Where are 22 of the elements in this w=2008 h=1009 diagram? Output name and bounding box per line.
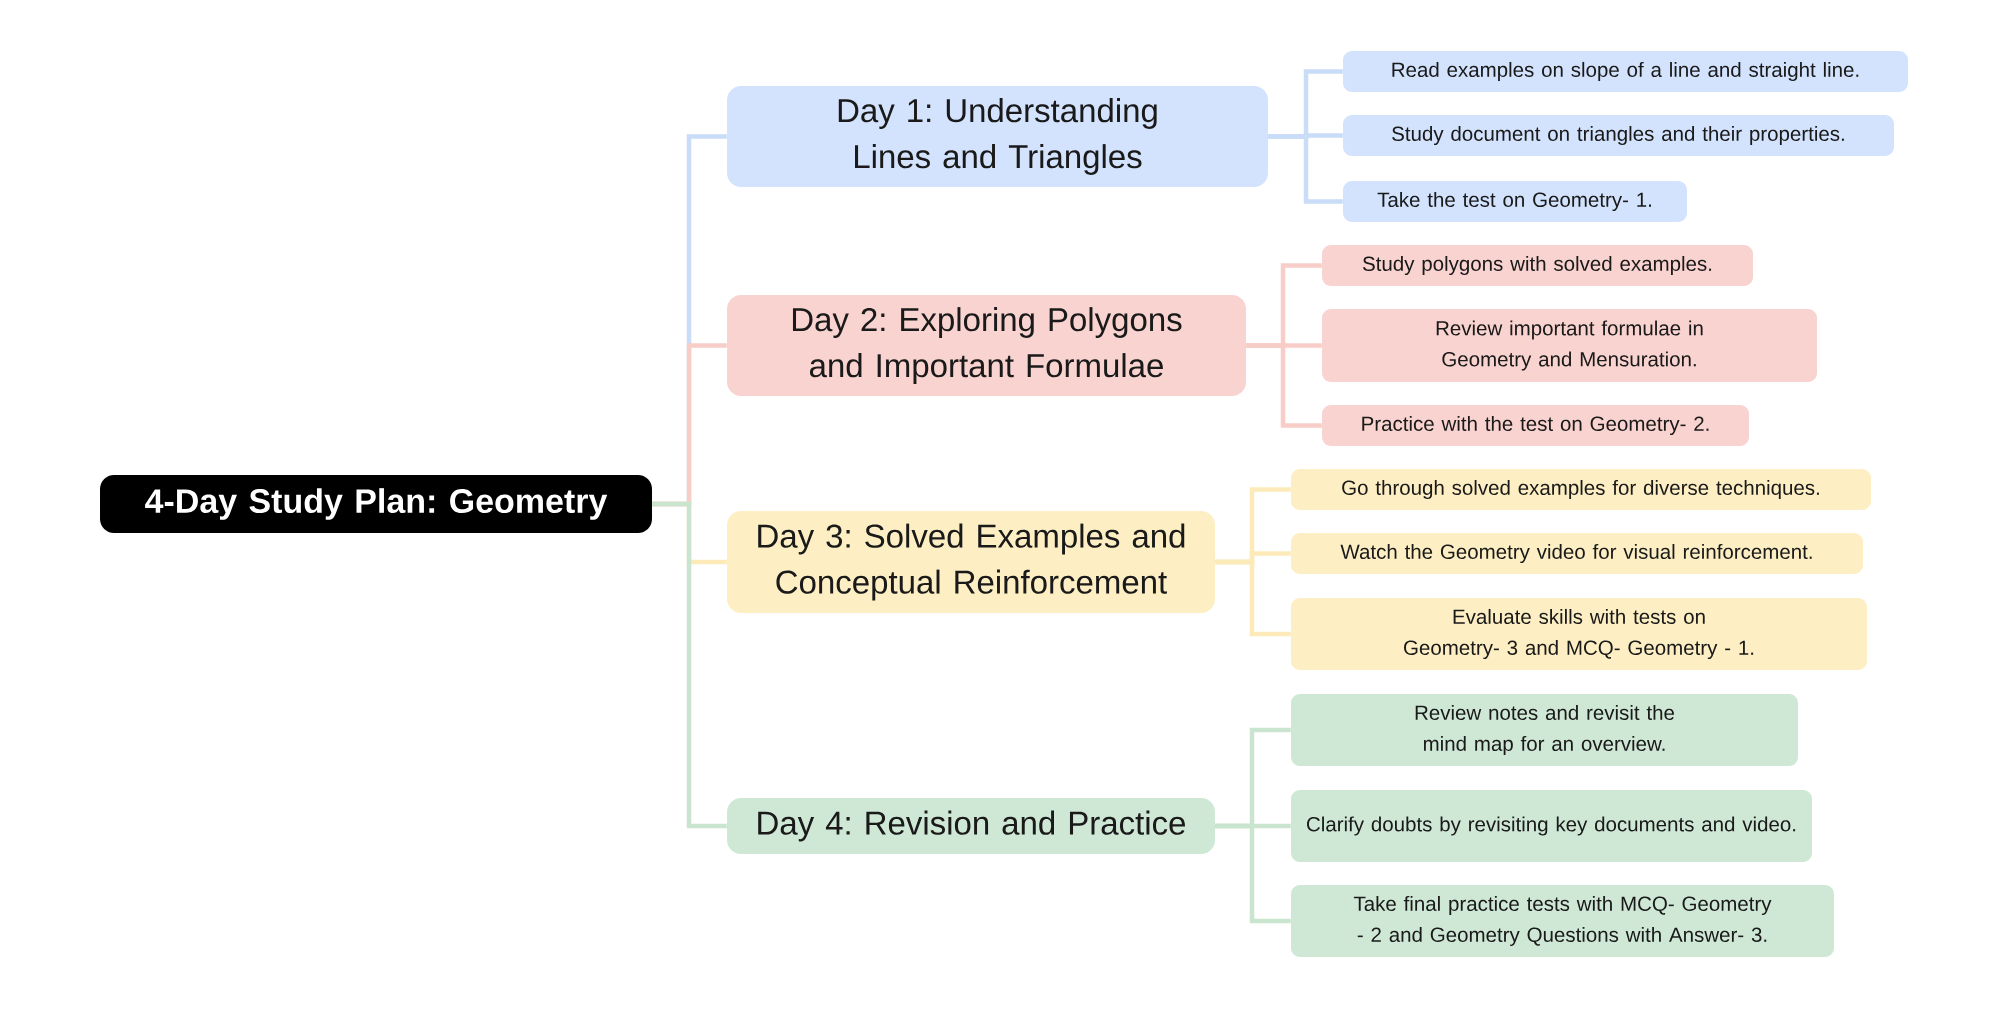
day-box: Day 1: Understanding Lines and Triangles [727,86,1268,187]
task-box: Review important formulae in Geometry and Mensuration. [1322,309,1817,382]
connector [1215,559,1291,637]
task-box: Evaluate skills with tests on Geometry- 3 and MCQ- Geometry - 1. [1291,598,1867,670]
title-box: 4-Day Study Plan: Geometry [100,475,652,533]
day-box: Day 2: Exploring Polygons and Important Formulae [727,295,1246,396]
task-box: Take final practice tests with MCQ- Geometry - 2 and Geometry Questions with Answer- 3. [1291,885,1834,957]
task-box: Practice with the test on Geometry- 2. [1322,405,1749,446]
day-box: Day 3: Solved Examples and Conceptual Reinforcement [727,511,1215,613]
task-box: Watch the Geometry video for visual reinforcement. [1291,533,1863,574]
day-box: Day 4: Revision and Practice [727,798,1215,854]
task-box: Study polygons with solved examples. [1322,245,1753,286]
task-box: Clarify doubts by revisiting key documents and video. [1291,790,1812,862]
connector [1246,343,1322,428]
connector [1215,823,1291,924]
connector [1268,134,1343,204]
task-box: Read examples on slope of a line and straight line. [1343,51,1908,92]
task-box: Take the test on Geometry- 1. [1343,181,1687,222]
task-box: Go through solved examples for diverse techniques. [1291,469,1871,510]
task-box: Study document on triangles and their properties. [1343,115,1894,156]
task-box: Review notes and revisit the mind map for an overview. [1291,694,1798,766]
connector [652,501,727,829]
